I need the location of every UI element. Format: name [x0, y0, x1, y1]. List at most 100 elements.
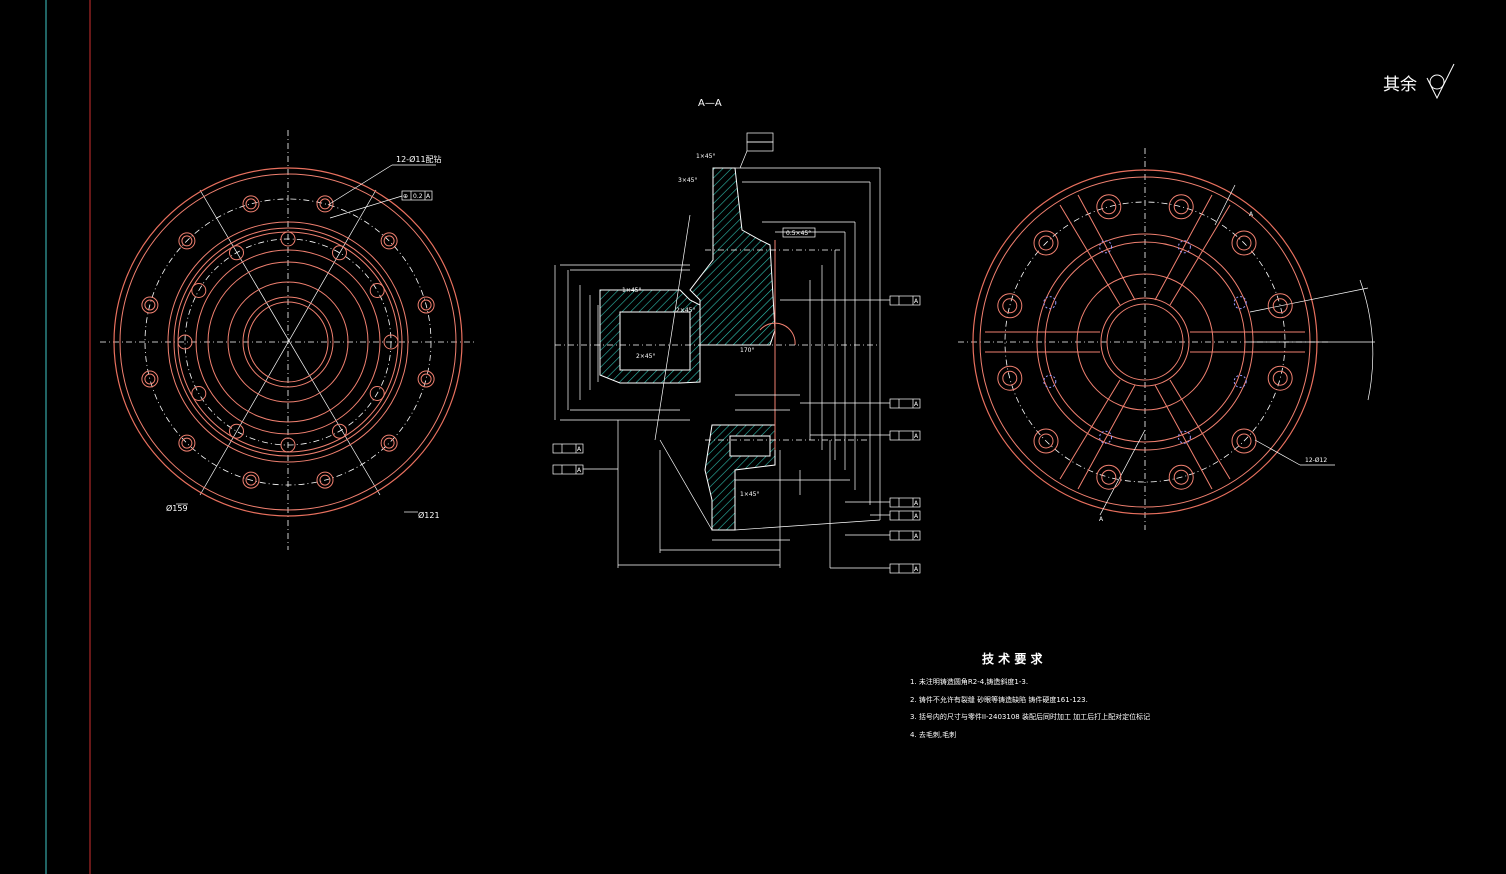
tolerance-frame-3: A — [810, 430, 921, 441]
chamfer-inner: 1×45° — [622, 287, 641, 294]
bolt-hole — [383, 235, 395, 247]
bolt-hole — [191, 283, 207, 298]
tolerance-frame-7: A — [829, 440, 921, 574]
tolerance-frame-4: A — [845, 497, 921, 508]
pin-hole — [1233, 296, 1247, 310]
left-position-frame: ⊕ 0.2 A — [401, 190, 433, 201]
bolt-hole — [242, 471, 260, 489]
pin-hole — [1099, 240, 1113, 254]
chamfer-top2: 3×45° — [678, 177, 697, 184]
tech-req-title: 技 术 要 求 — [982, 651, 1044, 666]
bolt-hole — [245, 198, 257, 210]
bolt-hole — [280, 231, 296, 247]
tolerance-frame-6: A — [845, 530, 921, 541]
bolt-hole — [181, 437, 193, 449]
bolt-hole — [1173, 199, 1189, 215]
tolerance-frame-2: A — [800, 398, 921, 409]
svg-text:A: A — [577, 446, 582, 453]
right-end-view — [958, 148, 1375, 530]
tech-req-item-3: 3. 括号内的尺寸与零件II-2403108 装配后同时加工 加工后打上配对定位… — [910, 712, 1150, 721]
section-label: A—A — [698, 98, 722, 109]
tolerance-frame-1: A — [780, 295, 921, 306]
left-hole-callout: 12-Ø11配钻 — [396, 154, 442, 164]
svg-text:A: A — [426, 193, 431, 200]
bolt-hole — [229, 245, 244, 261]
svg-text:A: A — [914, 513, 919, 520]
section-mark-top: A — [1249, 211, 1254, 218]
bolt-hole — [1038, 235, 1054, 251]
svg-text:A: A — [914, 500, 919, 507]
bolt-hole — [144, 373, 156, 385]
chamfer-bottom: 1×45° — [740, 491, 759, 498]
bolt-hole — [369, 386, 385, 401]
tolerance-frame-top — [739, 132, 774, 169]
bolt-hole — [245, 474, 257, 486]
bolt-hole — [420, 299, 432, 311]
tech-req-item-1: 1. 未注明铸造圆角R2-4,铸造斜度1-3. — [910, 677, 1028, 686]
left-dia-outer: Ø159 — [166, 503, 188, 513]
right-hole-callout: 12-Ø12 — [1305, 457, 1327, 464]
pin-hole — [1233, 374, 1247, 388]
bolt-hole — [1038, 433, 1054, 449]
chamfer-mid: 0.5×45° — [786, 230, 811, 237]
svg-text:0.2: 0.2 — [413, 193, 423, 200]
svg-text:A: A — [914, 533, 919, 540]
chamfer-inner2: 2×45° — [676, 307, 695, 314]
tech-req-item-2: 2. 铸件不允许有裂缝 砂眼等铸造缺陷 铸件硬度161-123. — [910, 695, 1088, 704]
bolt-hole — [141, 370, 159, 388]
bolt-hole — [229, 423, 244, 439]
tech-req-item-4: 4. 去毛刺,毛刺 — [910, 730, 956, 739]
bolt-hole — [1101, 199, 1117, 215]
bolt-hole — [144, 299, 156, 311]
bolt-hole — [417, 370, 435, 388]
bolt-hole — [191, 386, 207, 401]
section-view-a-a — [554, 167, 881, 568]
bolt-hole — [1272, 370, 1288, 386]
bolt-hole — [1168, 194, 1194, 220]
bolt-hole — [319, 474, 331, 486]
svg-text:A: A — [577, 467, 582, 474]
svg-text:⊕: ⊕ — [403, 193, 408, 200]
bolt-hole — [178, 434, 196, 452]
bolt-hole — [242, 195, 260, 213]
bolt-hole — [1236, 433, 1252, 449]
angle-label: 170° — [740, 347, 754, 354]
left-end-view — [100, 130, 475, 550]
surface-finish-note: 其余 — [1383, 75, 1417, 95]
bolt-hole — [1231, 230, 1257, 256]
section-mark-bottom: A — [1099, 516, 1104, 523]
bolt-hole — [420, 373, 432, 385]
pin-hole — [1043, 296, 1057, 310]
bolt-hole — [1096, 194, 1122, 220]
bolt-hole — [1267, 365, 1293, 391]
bolt-hole — [316, 195, 334, 213]
bolt-hole — [181, 235, 193, 247]
chamfer-top: 1×45° — [696, 153, 715, 160]
bolt-hole — [1002, 298, 1018, 314]
surface-finish-symbol: 其余 — [1383, 63, 1455, 100]
chamfer-inner3: 2×45° — [636, 353, 655, 360]
bolt-hole — [1168, 464, 1194, 490]
bolt-hole — [280, 437, 296, 453]
bolt-hole — [332, 245, 347, 261]
pin-hole — [1177, 430, 1191, 444]
bolt-hole — [369, 283, 385, 298]
svg-text:A: A — [914, 298, 919, 305]
svg-text:A: A — [914, 433, 919, 440]
bolt-hole — [1236, 235, 1252, 251]
bolt-hole — [1101, 469, 1117, 485]
bolt-hole — [177, 334, 193, 350]
bolt-hole — [997, 293, 1023, 319]
pin-hole — [1043, 374, 1057, 388]
bolt-hole — [1096, 464, 1122, 490]
svg-text:A: A — [914, 401, 919, 408]
bolt-hole — [1002, 370, 1018, 386]
bolt-hole — [316, 471, 334, 489]
bolt-hole — [383, 437, 395, 449]
bolt-hole — [1173, 469, 1189, 485]
bolt-hole — [1033, 230, 1059, 256]
bolt-hole — [1033, 428, 1059, 454]
bolt-hole — [417, 296, 435, 314]
bolt-hole — [1267, 293, 1293, 319]
